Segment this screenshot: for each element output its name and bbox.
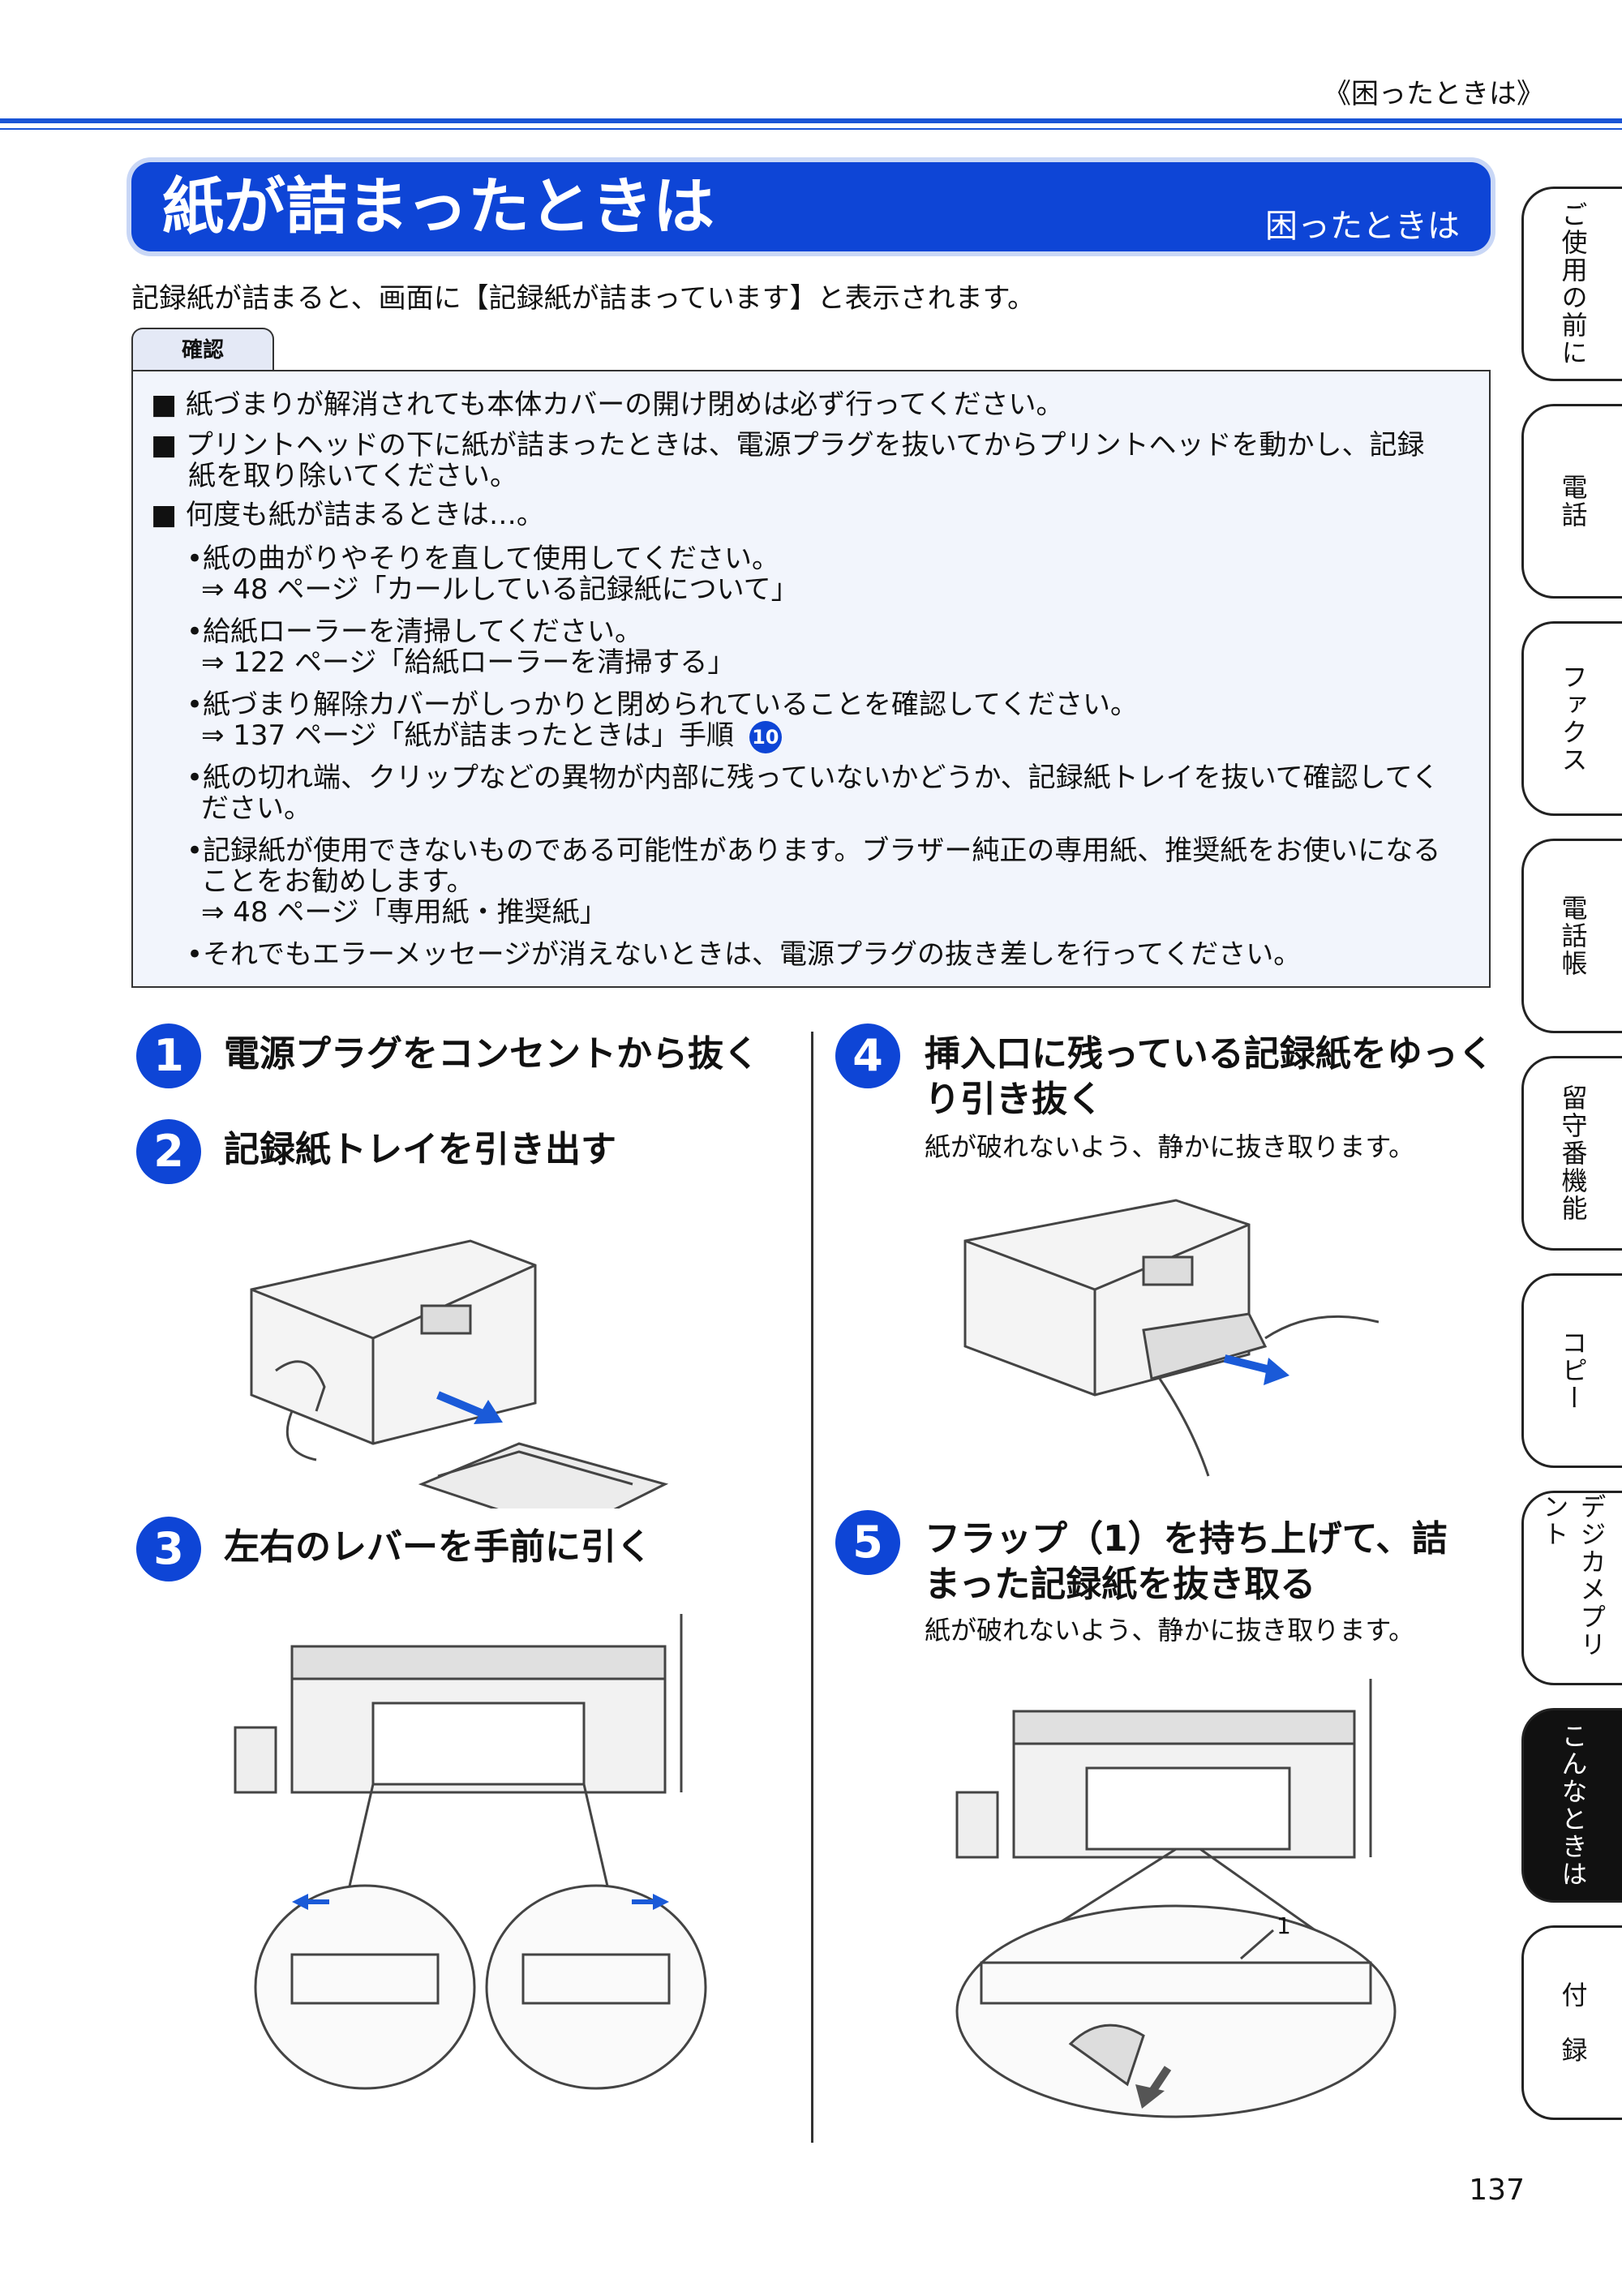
note-line: •それでもエラーメッセージが消えないときは、電源プラグの抜き差しを行ってください…: [187, 938, 1302, 971]
step-number-5: 5: [835, 1510, 900, 1575]
note-line: •給紙ローラーを清掃してください。: [187, 616, 643, 648]
side-tab-label: ご使用の前に: [1557, 201, 1589, 367]
side-tab-label: 電話帳: [1557, 895, 1589, 977]
side-tab-copy[interactable]: コピー: [1521, 1273, 1622, 1468]
step-title-3: 左右のレバーを手前に引く: [224, 1526, 652, 1568]
note-line: ■ 紙づまりが解消されても本体カバーの開け閉めは必ず行ってください。: [151, 388, 1064, 421]
side-tab-troubleshooting[interactable]: こんなときは: [1521, 1708, 1622, 1903]
note-line: •紙づまり解除カバーがしっかりと閉められていることを確認してください。: [187, 689, 1138, 721]
paper-pull-illustration: [963, 1199, 1379, 1477]
header-rule-thin: [0, 128, 1622, 130]
lever-illustration: [234, 1614, 707, 2090]
note-line: ことをお勧めします。: [201, 865, 474, 898]
page-number: 137: [1469, 2174, 1525, 2207]
step-number-2: 2: [136, 1119, 201, 1184]
note-box: ■ 紙づまりが解消されても本体カバーの開け閉めは必ず行ってください。 ■ プリン…: [131, 370, 1491, 988]
column-divider: [811, 1032, 813, 2143]
step-desc-5: 紙が破れないよう、静かに抜き取ります。: [925, 1615, 1415, 1646]
header-rule: [0, 118, 1622, 123]
step-title-5-line2: まった記録紙を抜き取る: [925, 1564, 1316, 1605]
step-title-5-line1: フラップ（1）を持ち上げて、詰: [925, 1518, 1448, 1560]
step-number-4: 4: [835, 1024, 900, 1088]
step-desc-4: 紙が破れないよう、静かに抜き取ります。: [925, 1131, 1415, 1162]
note-link[interactable]: ⇒ 48 ページ「専用紙・推奨紙」: [201, 896, 607, 929]
flap-illustration: [955, 1679, 1397, 2118]
figure-callout-1: 1: [1277, 1912, 1291, 1939]
note-link[interactable]: ⇒ 122 ページ「給紙ローラーを清掃する」: [201, 646, 736, 679]
side-tab-answering[interactable]: 留守番機能: [1521, 1056, 1622, 1251]
title-band: [131, 162, 1491, 251]
note-line: ■ プリントヘッドの下に紙が詰まったときは、電源プラグを抜いてからプリントヘッド…: [151, 429, 1425, 461]
side-tab-label: 付 録: [1557, 1981, 1589, 2064]
side-tab-label: こんなときは: [1557, 1723, 1589, 1888]
note-link[interactable]: ⇒ 137 ページ「紙が詰まったときは」手順 10: [201, 719, 782, 753]
intro-text: 記録紙が詰まると、画面に【記録紙が詰まっています】と表示されます。: [131, 282, 1036, 315]
note-line: •記録紙が使用できないものである可能性があります。ブラザー純正の専用紙、推奨紙を…: [187, 835, 1441, 867]
note-tab: 確認: [131, 328, 274, 371]
note-line: •紙の曲がりやそりを直して使用してください。: [187, 543, 779, 575]
section-label: 困ったときは: [1265, 208, 1460, 245]
side-tab-phonebook[interactable]: 電話帳: [1521, 839, 1622, 1033]
side-tab-phone[interactable]: 電話: [1521, 404, 1622, 599]
side-tab-preface[interactable]: ご使用の前に: [1521, 187, 1622, 381]
step-title-1: 電源プラグをコンセントから抜く: [224, 1033, 759, 1075]
tray-illustration: [250, 1239, 669, 1508]
side-tab-fax[interactable]: ファクス: [1521, 621, 1622, 816]
side-tab-label: 留守番機能: [1557, 1084, 1589, 1222]
note-link-text: ⇒ 137 ページ「紙が詰まったときは」手順: [201, 719, 734, 752]
step-number-1: 1: [136, 1024, 201, 1088]
page-title: 紙が詰まったときは: [162, 170, 714, 242]
note-line: 紙を取り除いてください。: [188, 460, 517, 492]
side-tab-label: コピー: [1557, 1329, 1589, 1412]
step-title-4-line2: り引き抜く: [925, 1079, 1103, 1120]
step-ref-badge: 10: [749, 720, 782, 753]
side-tab-label: デジカメプリント: [1538, 1493, 1607, 1659]
note-line: ださい。: [201, 792, 311, 825]
side-tab-photo[interactable]: デジカメプリント: [1521, 1491, 1622, 1685]
note-link[interactable]: ⇒ 48 ページ「カールしている記録紙について」: [201, 573, 799, 606]
note-line: •紙の切れ端、クリップなどの異物が内部に残っていないかどうか、記録紙トレイを抜い…: [187, 762, 1440, 794]
side-tab-appendix[interactable]: 付 録: [1521, 1925, 1622, 2120]
step-number-3: 3: [136, 1517, 201, 1581]
running-title: 《困ったときは》: [1324, 78, 1544, 110]
side-tab-label: ファクス: [1557, 663, 1589, 774]
side-tab-label: 電話: [1557, 474, 1589, 529]
step-title-4-line1: 挿入口に残っている記録紙をゆっく: [925, 1033, 1494, 1075]
note-line: ■ 何度も紙が詰まるときは…。: [151, 499, 544, 531]
step-title-2: 記録紙トレイを引き出す: [224, 1129, 616, 1170]
